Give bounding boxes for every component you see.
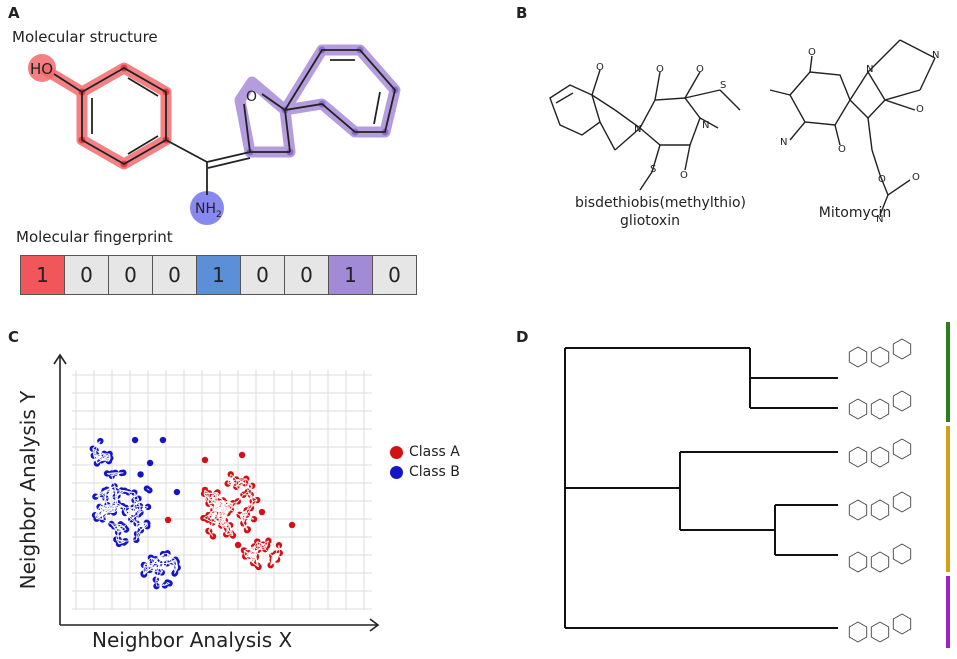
mini-ring — [848, 446, 868, 468]
svg-text:O: O — [680, 170, 688, 181]
mini-ring — [870, 398, 890, 420]
hydroxyl-highlight — [28, 54, 56, 82]
amine-label: NH — [195, 201, 216, 217]
svg-text:O: O — [912, 172, 920, 183]
mini-ring — [848, 499, 868, 521]
molecule-a-bonds — [53, 49, 396, 195]
panel-label-d: D — [516, 328, 529, 346]
y-axis-label: Neighbor Analysis Y — [16, 390, 40, 590]
mini-ring — [892, 390, 912, 412]
fingerprint-bit: 0 — [109, 256, 153, 294]
svg-text:N: N — [866, 64, 873, 75]
svg-text:O: O — [696, 64, 704, 75]
svg-text:O: O — [838, 144, 846, 155]
purple-highlight — [234, 44, 401, 158]
scatter-clusters — [89, 436, 296, 590]
legend-marker — [390, 445, 403, 459]
svg-text:O: O — [808, 47, 816, 58]
mitomycin-atom-labels: O O N N N O O O N — [780, 47, 939, 225]
panel-a-molecule: HO NH 2 O — [28, 44, 401, 225]
svg-text:O: O — [878, 174, 886, 185]
fingerprint-bit: 1 — [197, 256, 241, 294]
panel-label-c: C — [8, 328, 20, 346]
fingerprint-bit: 0 — [65, 256, 109, 294]
legend-entry: Class A — [390, 442, 460, 462]
mini-ring — [892, 491, 912, 513]
legend-entry: Class B — [390, 462, 460, 482]
svg-text:O: O — [656, 64, 664, 75]
gliotoxin-name: bisdethiobis(methylthio) gliotoxin — [575, 195, 746, 229]
scatter-point — [131, 436, 139, 444]
svg-text:N: N — [702, 120, 709, 131]
panel-label-b: B — [516, 4, 528, 22]
mini-ring — [848, 551, 868, 573]
fingerprint-bit: 1 — [21, 256, 65, 294]
mini-ring — [892, 438, 912, 460]
fingerprint-bit: 0 — [373, 256, 416, 294]
gliotoxin-atom-labels: O O O N N S S O — [596, 62, 726, 181]
panel-label-a: A — [8, 4, 20, 22]
fingerprint-bit: 1 — [329, 256, 373, 294]
fingerprint-bit: 0 — [241, 256, 285, 294]
ring-oxygen-label: O — [246, 89, 257, 105]
legend-marker — [390, 465, 403, 479]
mini-ring — [870, 346, 890, 368]
mini-ring — [870, 551, 890, 573]
svg-text:S: S — [650, 164, 656, 175]
mini-ring — [848, 346, 868, 368]
scatter-point — [234, 541, 242, 549]
scatter-point — [173, 488, 181, 496]
scatter-point — [201, 456, 209, 464]
molecular-structure-caption: Molecular structure — [12, 28, 158, 46]
gliotoxin-structure — [549, 69, 741, 191]
scatter-point — [137, 471, 144, 478]
scatter-point — [159, 436, 167, 444]
amine-subscript: 2 — [216, 210, 222, 220]
fingerprint-bit: 0 — [153, 256, 197, 294]
svg-text:N: N — [780, 137, 787, 148]
dendrogram-molecules — [848, 338, 912, 643]
mini-ring — [870, 446, 890, 468]
legend-label: Class B — [409, 464, 460, 480]
svg-text:S: S — [720, 80, 726, 91]
mini-ring — [892, 338, 912, 360]
mini-ring — [892, 543, 912, 565]
mitomycin-name: Mitomycin — [818, 205, 892, 221]
fingerprint-bit: 0 — [285, 256, 329, 294]
scatter-point — [164, 516, 172, 524]
svg-text:N: N — [634, 124, 641, 135]
dendrogram — [564, 347, 838, 629]
mini-ring — [848, 398, 868, 420]
scatter-legend: Class A Class B — [390, 442, 460, 482]
scatter-point — [288, 521, 296, 529]
scatter-grid — [72, 370, 372, 610]
scatter-point — [258, 508, 266, 516]
scatter-point — [146, 459, 154, 467]
scatter-axes — [53, 353, 380, 632]
mini-ring — [892, 613, 912, 635]
svg-text:O: O — [596, 62, 604, 73]
svg-text:O: O — [916, 104, 924, 115]
legend-label: Class A — [409, 444, 460, 460]
svg-text:N: N — [876, 214, 883, 225]
molecular-fingerprint-caption: Molecular fingerprint — [16, 228, 173, 246]
mitomycin-structure — [769, 39, 936, 216]
mini-ring — [848, 621, 868, 643]
mini-ring — [870, 499, 890, 521]
hydroxyl-label: HO — [30, 60, 53, 78]
mini-ring — [870, 621, 890, 643]
amine-highlight — [190, 191, 224, 225]
scatter-point — [238, 451, 246, 459]
x-axis-label: Neighbor Analysis X — [92, 628, 293, 652]
svg-text:N: N — [932, 50, 939, 61]
